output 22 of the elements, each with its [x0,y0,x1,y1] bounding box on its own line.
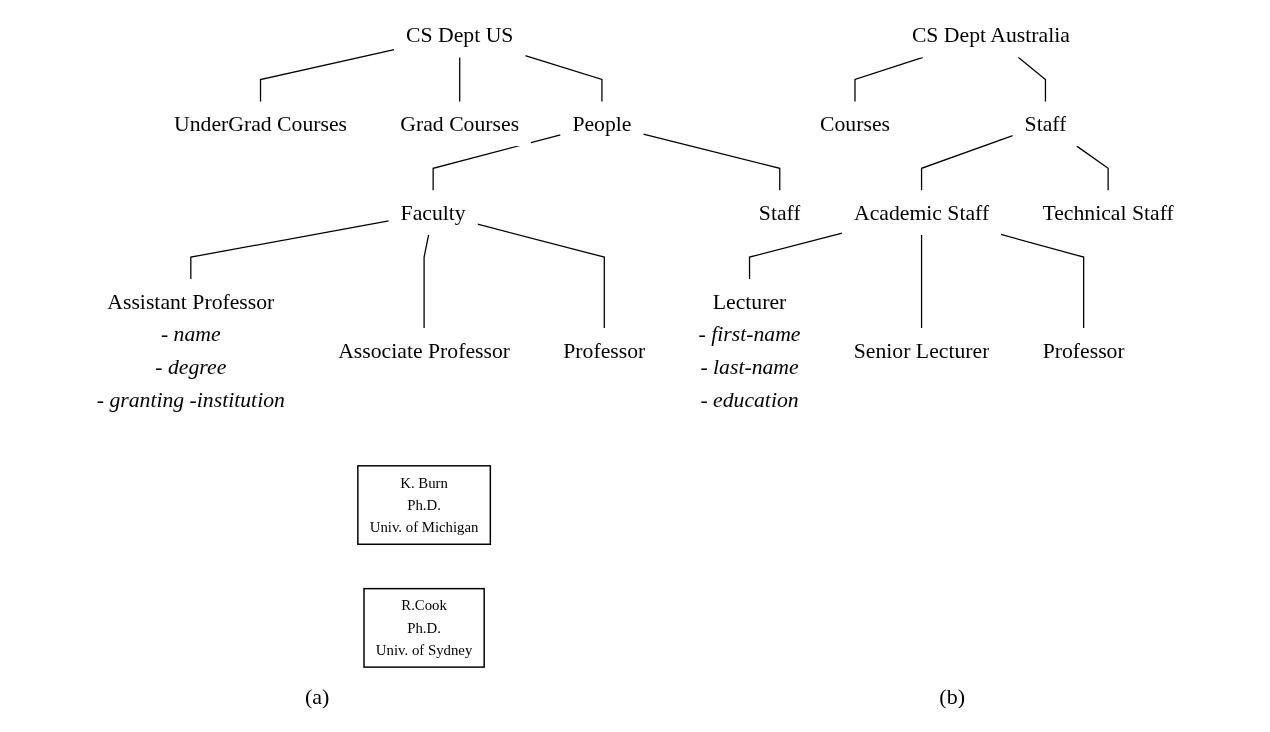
tree-branch-line [524,54,603,103]
tree-branch-line [458,56,461,103]
tree-branch-line [259,49,395,103]
record-box: R.Cook Ph.D. Univ. of Sydney [363,587,485,668]
tree-branch-line [1017,56,1046,103]
tree-branch-line [920,135,1014,192]
tree-node-label: Academic Staff [841,190,1001,235]
tree-branch-line [423,234,429,329]
panel-label: (a) [304,684,330,710]
tree-branch-line [920,234,922,329]
panel-label: (b) [939,684,965,710]
tree-node-label: Faculty [388,190,478,235]
tree-branch-line [854,56,924,103]
tree-branch-line [476,223,605,329]
record-box: K. Burn Ph.D. Univ. of Michigan [356,465,491,545]
tree-branch-line [1075,145,1109,192]
tree-branch-line [432,134,561,192]
tree-node-label: Staff [1012,101,1078,147]
tree-branch-line [642,133,781,192]
tree-branch-line [189,220,390,280]
tree-branch-line [748,232,843,280]
tree-branch-line [1000,233,1085,329]
